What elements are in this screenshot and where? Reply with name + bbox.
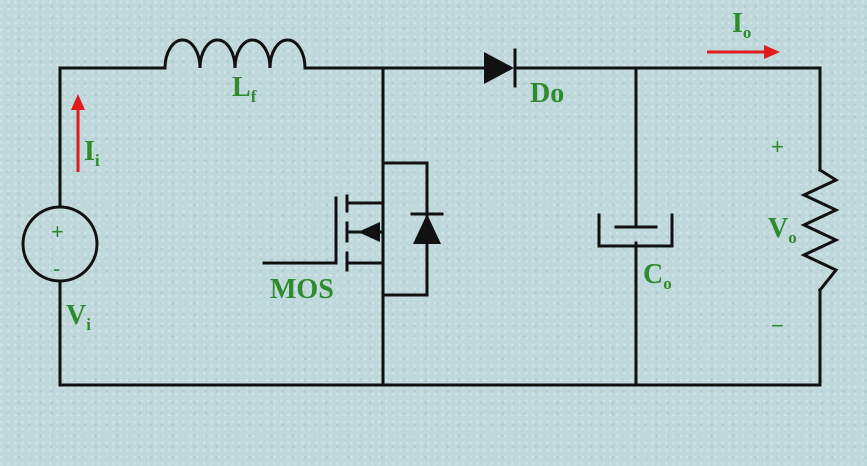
label-output-voltage: Vo: [768, 213, 797, 247]
capacitor: [597, 213, 674, 248]
label-capacitor: Co: [643, 259, 672, 293]
diode-triangle: [484, 52, 514, 84]
output-current-arrow: [707, 45, 780, 59]
cap-bottom-plate: [597, 213, 674, 248]
wires: [58, 66, 822, 387]
label-inductor: Lf: [232, 72, 257, 106]
arrowhead-right: [764, 45, 780, 59]
inductor: [163, 38, 307, 70]
label-mos: MOS: [270, 274, 334, 305]
arrowhead-up: [71, 94, 85, 110]
label-input-voltage: Vi: [66, 300, 91, 334]
label-diode: Do: [530, 78, 564, 109]
label-input-current: Ii: [84, 136, 100, 170]
body-diode-triangle: [413, 214, 441, 244]
voltage-source: + -: [21, 205, 99, 283]
input-current-arrow: [71, 94, 85, 172]
inductor-coil: [163, 38, 307, 70]
source-plus-sign: +: [51, 219, 64, 244]
source-minus-sign: -: [53, 256, 60, 281]
body-arrow: [358, 222, 380, 242]
load-minus-sign: −: [771, 313, 784, 338]
resistor-zigzag: [800, 167, 840, 293]
load-plus-sign: +: [771, 134, 784, 159]
diode-do: [484, 48, 517, 88]
label-output-current: Io: [732, 8, 751, 42]
mosfet: [262, 161, 444, 297]
resistor-load: [800, 167, 840, 293]
source-circle: [21, 205, 99, 283]
